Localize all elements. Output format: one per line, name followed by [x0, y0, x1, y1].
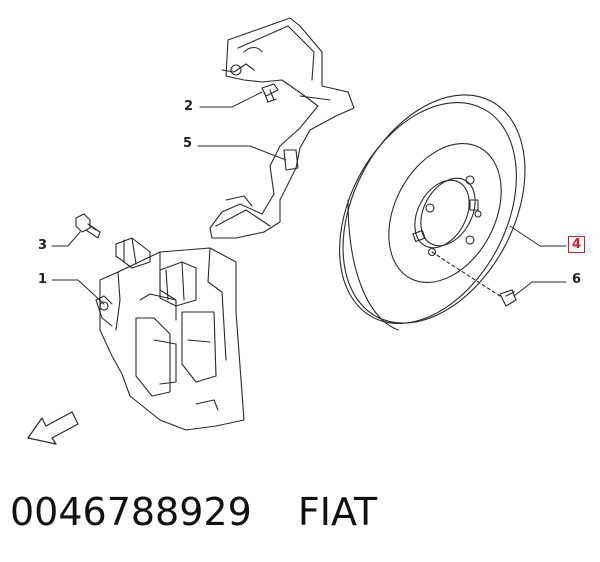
direction-arrow-icon — [27, 411, 79, 445]
screw-part-6 — [499, 289, 517, 307]
splash-shield — [209, 17, 355, 239]
callout-3: 3 — [38, 238, 48, 253]
callout-6: 6 — [572, 272, 582, 287]
part-caption: 0046788929 FIAT — [10, 490, 377, 546]
bolt-part-3 — [75, 213, 101, 239]
caliper-guide-pin — [115, 237, 151, 269]
callout-2: 2 — [184, 99, 194, 114]
brake-assembly-diagram — [27, 17, 567, 445]
leader-lines — [51, 91, 567, 305]
brake-disc — [339, 94, 526, 331]
callout-1: 1 — [38, 272, 48, 287]
callout-5: 5 — [183, 136, 193, 151]
brand-name: FIAT — [297, 490, 378, 534]
brake-caliper — [95, 247, 245, 431]
bolt-part-2 — [261, 83, 279, 103]
part-number: 0046788929 — [10, 490, 252, 534]
callout-4[interactable]: 4 — [568, 236, 586, 253]
